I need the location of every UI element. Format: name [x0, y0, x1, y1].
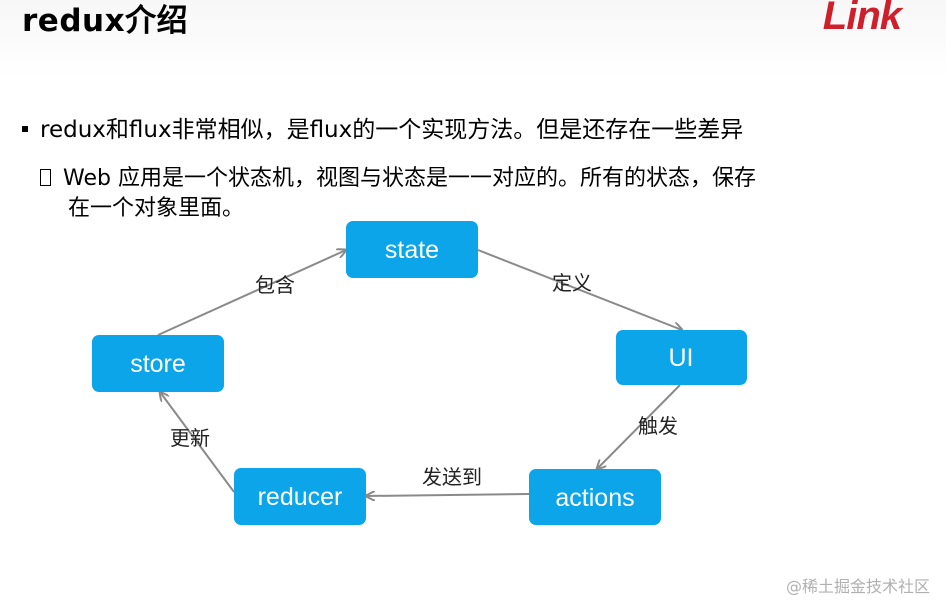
watermark: @稀土掘金技术社区 — [785, 577, 930, 596]
edge-label-triggers: 触发 — [638, 414, 678, 438]
node-store-label: store — [130, 350, 186, 378]
sub-bullet-text-line1: Web 应用是一个状态机，视图与状态是一一对应的。所有的状态，保存 — [63, 166, 756, 191]
node-store: store — [92, 335, 224, 392]
node-state-label: state — [385, 236, 439, 264]
node-actions-label: actions — [555, 484, 634, 512]
page-title: redux介绍 — [22, 3, 189, 39]
edge-label-updates: 更新 — [170, 426, 210, 450]
node-actions: actions — [529, 469, 661, 525]
sub-bullet-point: Web 应用是一个状态机，视图与状态是一一对应的。所有的状态，保存 在一个对象里… — [40, 164, 920, 224]
node-ui-label: UI — [669, 344, 694, 372]
header-band — [0, 0, 946, 78]
node-ui: UI — [616, 330, 747, 385]
node-reducer: reducer — [234, 468, 366, 525]
bullet-text: redux和flux非常相似，是flux的一个实现方法。但是还存在一些差异 — [40, 117, 744, 143]
sub-bullet-icon — [40, 168, 51, 186]
edge-reducer-to-store — [160, 392, 235, 493]
sub-bullet-text-line2: 在一个对象里面。 — [68, 196, 245, 221]
edge-store-to-state — [157, 250, 346, 336]
edge-label-contains: 包含 — [255, 273, 295, 297]
node-state: state — [346, 221, 478, 278]
edge-label-defines: 定义 — [552, 271, 592, 295]
square-bullet-icon — [22, 125, 28, 132]
link-logo: Link — [822, 0, 902, 38]
node-reducer-label: reducer — [258, 483, 343, 511]
edge-ui-to-actions — [597, 384, 681, 469]
edge-state-to-ui — [477, 249, 682, 330]
edge-label-sends-to: 发送到 — [422, 465, 482, 489]
edge-actions-to-reducer — [366, 494, 530, 496]
bullet-point: redux和flux非常相似，是flux的一个实现方法。但是还存在一些差异 — [22, 114, 743, 146]
